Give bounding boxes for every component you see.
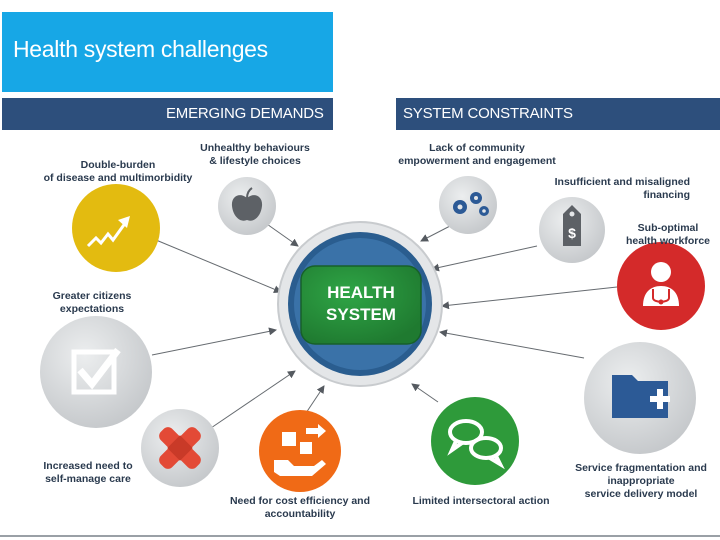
- svg-text:$: $: [568, 225, 576, 241]
- checkbox-icon: [71, 347, 121, 395]
- emerging-demands-label: EMERGING DEMANDS: [166, 105, 324, 122]
- node-workforce: [617, 242, 705, 330]
- expectations-label: Greater citizens expectations: [52, 290, 132, 315]
- center-green-panel: [300, 265, 422, 345]
- arrow-financing: [431, 245, 538, 272]
- bottom-rule: [0, 535, 720, 537]
- gears-icon: [453, 192, 489, 216]
- center-line-1: HEALTH: [327, 283, 395, 302]
- double-burden-circle: [72, 184, 160, 272]
- price-tag-dollar-icon: $: [563, 205, 581, 246]
- system-constraints-label: SYSTEM CONSTRAINTS: [403, 105, 573, 122]
- arrow-workforce: [441, 286, 618, 310]
- trend-up-arrow-icon: [86, 216, 130, 248]
- node-cost-efficiency: [259, 410, 341, 492]
- page-title: Health system challenges: [13, 36, 268, 62]
- system-constraints-header: SYSTEM CONSTRAINTS: [396, 98, 720, 130]
- node-double-burden: [72, 184, 160, 272]
- arrow-double-burden: [155, 239, 282, 294]
- intersectoral-label: Limited intersectoral action: [412, 495, 550, 507]
- arrow-fragmentation: [439, 329, 585, 359]
- node-intersectoral: [431, 397, 519, 485]
- double-burden-label: Double-burden of disease and multimorbid…: [43, 159, 193, 184]
- hand-arrows-icon: [274, 424, 326, 476]
- fragmentation-label: Service fragmentation and inappropriate …: [575, 462, 707, 500]
- node-expectations: [40, 316, 152, 428]
- node-community: [439, 176, 497, 234]
- unhealthy-label: Unhealthy behaviours & lifestyle choices: [200, 142, 310, 167]
- arrows: [151, 221, 618, 431]
- expectations-circle: [40, 316, 152, 428]
- speech-bubbles-icon: [447, 419, 505, 470]
- bandage-icon: [159, 427, 201, 469]
- self-manage-label: Increased need to self-manage care: [43, 460, 133, 485]
- emerging-demands-header: EMERGING DEMANDS: [2, 98, 333, 130]
- arrow-self-manage: [207, 370, 296, 431]
- center-line-2: SYSTEM: [326, 305, 396, 324]
- node-self-manage: [141, 409, 219, 487]
- arrow-cost-efficiency: [305, 385, 325, 414]
- arrow-community: [420, 224, 453, 242]
- community-label: Lack of community empowerment and engage…: [398, 142, 556, 167]
- arrow-intersectoral: [411, 383, 439, 403]
- center-hub: [277, 221, 443, 387]
- workforce-label: Sub-optimal health workforce: [625, 222, 711, 247]
- folder-plus-icon: [612, 375, 670, 418]
- node-fragmentation: [584, 342, 696, 454]
- doctor-icon: [643, 262, 679, 306]
- node-financing: $: [539, 197, 605, 263]
- community-circle: [439, 176, 497, 234]
- financing-label: Insufficient and misaligned financing: [554, 176, 690, 201]
- apple-icon: [231, 187, 263, 221]
- center-label: HEALTH SYSTEM: [301, 282, 421, 326]
- arrow-unhealthy: [263, 221, 299, 247]
- title-bar: [2, 12, 333, 92]
- node-unhealthy: [218, 177, 276, 235]
- arrow-expectations: [151, 327, 277, 356]
- cost-efficiency-label: Need for cost efficiency and accountabil…: [229, 495, 371, 520]
